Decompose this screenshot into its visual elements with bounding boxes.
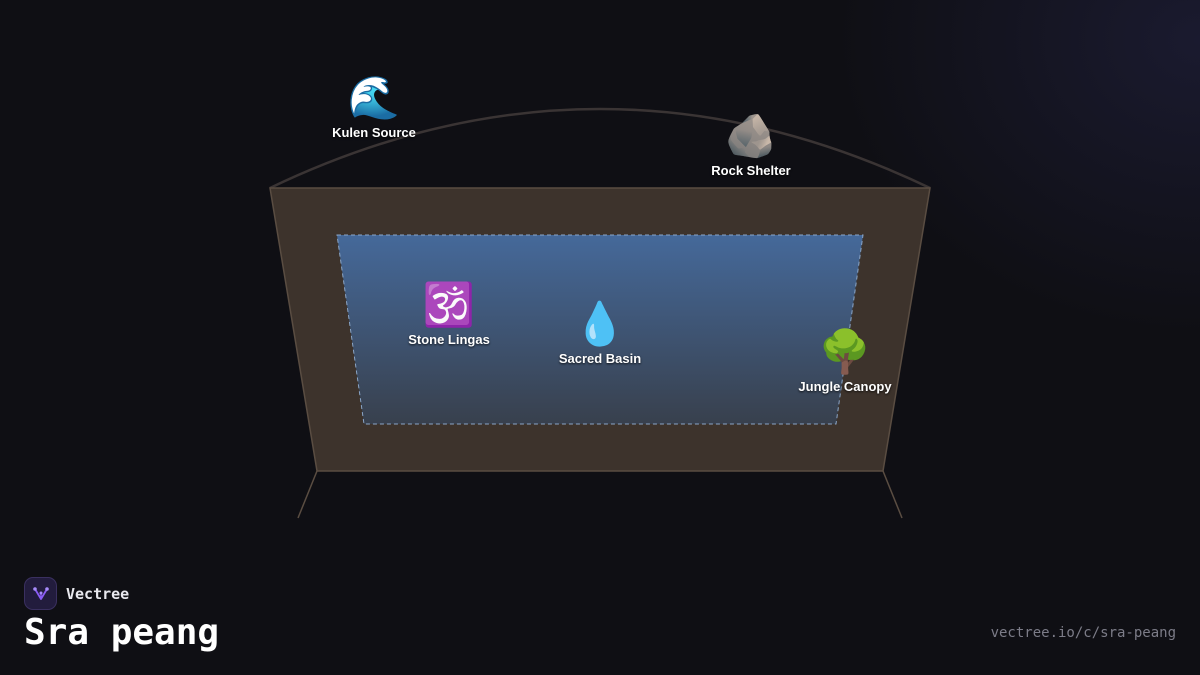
poi-stone-lingas[interactable]: 🕉️ Stone Lingas	[408, 281, 490, 349]
right-support-line	[882, 470, 903, 519]
droplet-icon: 💧	[573, 299, 627, 348]
poi-label: Jungle Canopy	[798, 379, 892, 394]
vectree-logo-icon	[24, 577, 57, 610]
poi-label: Sacred Basin	[558, 351, 642, 366]
poi-jungle-canopy[interactable]: 🌳 Jungle Canopy	[798, 328, 891, 396]
poi-kulen-source[interactable]: 🌊 Kulen Source	[332, 74, 416, 142]
poi-sacred-basin[interactable]: 💧 Sacred Basin	[559, 300, 641, 368]
brand-name: Vectree	[66, 584, 130, 603]
page-title: Sra peang	[24, 612, 220, 653]
poi-label: Stone Lingas	[408, 332, 490, 347]
wave-icon: 🌊	[347, 73, 401, 122]
horizon-arc	[269, 107, 931, 190]
left-support-line	[297, 470, 318, 519]
tree-icon: 🌳	[818, 327, 872, 376]
brand[interactable]: Vectree	[24, 577, 129, 610]
poi-rock-shelter[interactable]: 🪨 Rock Shelter	[711, 112, 790, 180]
page-url[interactable]: vectree.io/c/sra-peang	[990, 625, 1176, 641]
poi-label: Kulen Source	[332, 125, 416, 140]
poi-label: Rock Shelter	[711, 163, 791, 178]
rock-icon: 🪨	[724, 111, 778, 160]
water-basin	[336, 234, 864, 425]
om-icon: 🕉️	[422, 280, 476, 329]
